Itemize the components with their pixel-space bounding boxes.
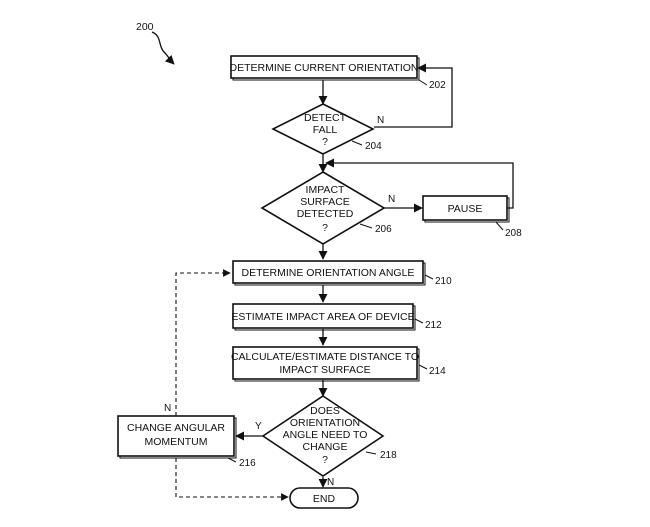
node-label: IMPACT SURFACE [279,364,370,376]
figure-ref-label: 200 [136,21,154,33]
connector-216-end-dashed [175,458,289,501]
node-determine-orientation-angle: DETERMINE ORIENTATION ANGLE [232,260,426,286]
branch-label-218-no: N [327,477,334,488]
branch-label-218-yes: Y [255,421,262,432]
ref-leader-204 [351,140,363,146]
ref-label-212: 212 [425,320,442,331]
node-change-angular-momentum: CHANGE ANGULAR MOMENTUM [117,415,237,459]
decision-orientation-angle-change: DOES ORIENTATION ANGLE NEED TO CHANGE ? [261,395,385,477]
ref-leader-214 [418,364,428,370]
decision-detect-fall: DETECT FALL ? [271,103,375,155]
decision-impact-surface-detected: IMPACT SURFACE DETECTED ? [260,171,386,245]
terminator-end: END [289,487,359,509]
ref-leader-210 [424,274,434,280]
ref-label-206: 206 [375,224,392,235]
node-label: END [313,493,336,505]
node-label: DETERMINE ORIENTATION ANGLE [242,267,415,279]
node-label: ? [322,454,328,466]
ref-leader-212 [414,318,424,324]
ref-label-210: 210 [435,276,452,287]
ref-leader-216 [227,457,237,463]
node-label: ORIENTATION [290,417,360,429]
connector-216-210-dashed [175,269,231,416]
branch-label-206-no: N [388,194,395,205]
connector-204-no-loop [374,63,453,128]
ref-label-208: 208 [505,228,522,239]
ref-label-216: 216 [239,458,256,469]
ref-label-204: 204 [365,141,382,152]
branch-label-204-no: N [377,115,384,126]
node-calculate-distance: CALCULATE/ESTIMATE DISTANCE TO IMPACT SU… [231,346,420,382]
node-label: CHANGE ANGULAR [127,422,225,434]
node-label: DETECTED [297,208,354,220]
ref-label-202: 202 [429,80,446,91]
node-label: ? [322,222,328,234]
node-label: MOMENTUM [145,436,208,448]
node-label: PAUSE [448,203,483,215]
node-label: FALL [313,124,338,136]
ref-label-218: 218 [380,450,397,461]
node-label: DETECT [304,112,347,124]
branch-label-216-no: N [164,403,171,414]
figure-ref-arrow [151,31,175,65]
node-label: IMPACT [306,184,345,196]
ref-label-214: 214 [429,366,446,377]
ref-leader-208 [495,221,504,231]
node-label: ANGLE NEED TO [283,429,368,441]
ref-leader-218 [365,451,377,455]
node-label: SURFACE [300,196,350,208]
ref-leader-206 [359,223,373,229]
connector-208-loop [325,158,514,209]
node-determine-current-orientation: DETERMINE CURRENT ORIENTATION [229,55,420,81]
node-label: DETERMINE CURRENT ORIENTATION [229,62,418,74]
node-pause: PAUSE [422,195,510,223]
node-label: ESTIMATE IMPACT AREA OF DEVICE [231,311,414,323]
ref-leader-202 [418,79,428,86]
node-estimate-impact-area: ESTIMATE IMPACT AREA OF DEVICE [231,303,416,331]
node-label: DOES [310,405,340,417]
node-label: ? [322,136,328,148]
node-label: CHANGE [303,441,348,453]
node-label: CALCULATE/ESTIMATE DISTANCE TO [231,351,419,363]
